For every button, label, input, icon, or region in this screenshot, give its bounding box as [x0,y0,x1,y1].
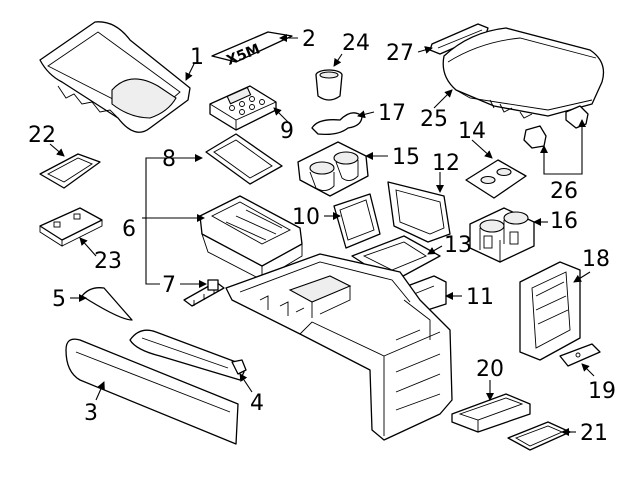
part-6-shifter-housing [199,195,303,281]
callout-27: 27 [386,41,414,66]
part-17-gasket [311,112,363,136]
part-10-panel [333,193,381,249]
callout-20: 20 [476,357,504,382]
callout-24: 24 [342,31,370,56]
part-25-armrest-lid [442,27,605,119]
callout-labels: 1 2 3 4 5 6 7 8 9 10 11 12 13 14 15 16 1… [28,27,616,446]
callout-2: 2 [302,27,316,52]
part-3-side-panel [65,338,239,445]
callout-17: 17 [378,101,406,126]
callout-25: 25 [420,107,448,132]
part-12-side-panel [387,181,451,243]
group-bracket-26 [540,119,586,175]
callout-1: 1 [190,45,204,70]
callout-7: 7 [162,273,176,298]
callout-18: 18 [582,247,610,272]
leader-lines [49,34,595,436]
callout-13: 13 [444,233,472,258]
part-14-bracket [465,159,527,199]
part-1-console-trim [39,21,191,133]
part-23-bracket [39,207,103,247]
callout-4: 4 [250,391,264,416]
part-7-connector [183,279,225,307]
part-4-side-trim [129,329,247,381]
callout-10: 10 [292,205,320,230]
callout-3: 3 [84,401,98,426]
part-19-small-plate [559,343,601,367]
part-20-storage-box [451,393,531,433]
group-bracket-6 [142,154,207,288]
part-8-trim-plate [205,133,283,185]
callout-14: 14 [458,119,486,144]
callout-21: 21 [580,421,608,446]
center-console-body [225,253,453,441]
callout-22: 22 [28,123,56,148]
callout-16: 16 [550,209,578,234]
callout-23: 23 [94,249,122,274]
callout-11: 11 [466,285,494,310]
part-15-cupholder-trim [297,141,369,197]
callout-12: 12 [432,151,460,176]
callout-26: 26 [550,179,578,204]
part-9-switch-panel [209,85,277,131]
callout-15: 15 [392,145,420,170]
part-24-cup [315,69,343,101]
callout-8: 8 [162,147,176,172]
part-16-cupholder [469,207,535,263]
part-18-rear-panel [519,261,581,361]
callout-5: 5 [52,287,66,312]
callout-19: 19 [588,379,616,404]
callout-9: 9 [280,119,294,144]
part-22-tray-mat [39,153,101,189]
part-21-mat [507,421,571,451]
part-5-trim [81,287,133,321]
callout-6: 6 [122,217,136,242]
